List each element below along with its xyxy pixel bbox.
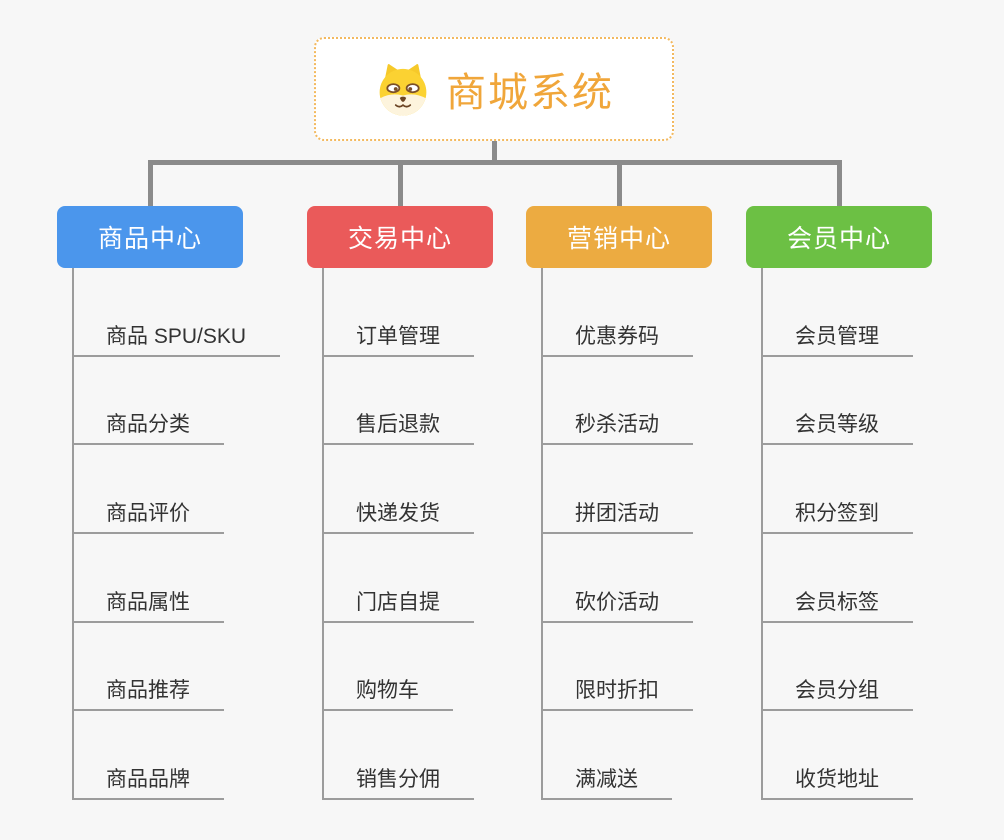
- topic-item-label: 会员管理: [763, 320, 913, 357]
- topic-item[interactable]: 会员等级: [763, 357, 1004, 446]
- connector-branch-stub-1: [148, 160, 153, 206]
- topic-item[interactable]: 会员分组: [763, 623, 1004, 712]
- branch-children-marketing-center: 优惠券码 秒杀活动 拼团活动 砍价活动 限时折扣 满减送: [541, 268, 793, 801]
- connector-root-stub: [492, 140, 497, 165]
- root-topic[interactable]: 商城系统: [314, 37, 674, 141]
- topic-item-label: 商品推荐: [74, 674, 224, 712]
- branch-header-product-center[interactable]: 商品中心: [57, 206, 243, 268]
- topic-item-label: 快递发货: [324, 497, 474, 535]
- topic-item[interactable]: 拼团活动: [543, 445, 793, 535]
- topic-item-label: 商品属性: [74, 586, 224, 623]
- branch-header-trade-center[interactable]: 交易中心: [307, 206, 493, 268]
- topic-item-label: 购物车: [324, 674, 453, 712]
- topic-item[interactable]: 商品属性: [74, 534, 324, 623]
- root-topic-label: 商城系统: [446, 71, 614, 115]
- topic-item-label: 限时折扣: [543, 674, 693, 712]
- topic-item[interactable]: 商品品牌: [74, 711, 324, 801]
- topic-item[interactable]: 快递发货: [324, 445, 574, 535]
- topic-item[interactable]: 销售分佣: [324, 711, 574, 801]
- topic-item-label: 收货地址: [763, 763, 913, 801]
- topic-item-label: 商品评价: [74, 497, 224, 535]
- topic-item[interactable]: 商品推荐: [74, 623, 324, 712]
- topic-item-label: 砍价活动: [543, 586, 693, 623]
- topic-item[interactable]: 会员标签: [763, 534, 1004, 623]
- topic-item[interactable]: 砍价活动: [543, 534, 793, 623]
- topic-item[interactable]: 限时折扣: [543, 623, 793, 712]
- topic-item-label: 订单管理: [324, 320, 474, 357]
- connector-branch-stub-2: [398, 160, 403, 206]
- connector-branch-stub-4: [837, 160, 842, 206]
- connector-branch-stub-3: [617, 160, 622, 206]
- topic-item[interactable]: 售后退款: [324, 357, 574, 446]
- branch-children-product-center: 商品 SPU/SKU 商品分类 商品评价 商品属性 商品推荐 商品品牌: [72, 268, 324, 801]
- topic-item[interactable]: 购物车: [324, 623, 574, 712]
- branch-children-trade-center: 订单管理 售后退款 快递发货 门店自提 购物车 销售分佣: [322, 268, 574, 801]
- topic-item[interactable]: 收货地址: [763, 711, 1004, 801]
- connector-horizontal-trunk: [148, 160, 842, 165]
- topic-item[interactable]: 商品评价: [74, 445, 324, 535]
- topic-item-label: 会员等级: [763, 408, 913, 446]
- topic-item[interactable]: 门店自提: [324, 534, 574, 623]
- topic-item-label: 售后退款: [324, 408, 474, 446]
- topic-item-label: 拼团活动: [543, 497, 693, 535]
- topic-item-label: 门店自提: [324, 586, 474, 623]
- topic-item[interactable]: 商品 SPU/SKU: [74, 268, 324, 357]
- topic-item[interactable]: 商品分类: [74, 357, 324, 446]
- topic-item-label: 商品品牌: [74, 763, 224, 801]
- topic-item-label: 会员分组: [763, 674, 913, 712]
- branch-header-member-center[interactable]: 会员中心: [746, 206, 932, 268]
- topic-item[interactable]: 秒杀活动: [543, 357, 793, 446]
- topic-item-label: 满减送: [543, 763, 672, 801]
- topic-item-label: 会员标签: [763, 586, 913, 623]
- topic-item[interactable]: 订单管理: [324, 268, 574, 357]
- branch-header-marketing-center[interactable]: 营销中心: [526, 206, 712, 268]
- shiba-dog-face-icon: [379, 64, 427, 116]
- topic-item-label: 商品分类: [74, 408, 224, 446]
- topic-item-label: 销售分佣: [324, 763, 474, 801]
- topic-item[interactable]: 会员管理: [763, 268, 1004, 357]
- topic-item[interactable]: 优惠券码: [543, 268, 793, 357]
- topic-item-label: 优惠券码: [543, 320, 693, 357]
- topic-item-label: 积分签到: [763, 497, 913, 535]
- topic-item[interactable]: 积分签到: [763, 445, 1004, 535]
- topic-item[interactable]: 满减送: [543, 711, 793, 801]
- topic-item-label: 商品 SPU/SKU: [74, 320, 281, 357]
- topic-item-label: 秒杀活动: [543, 408, 693, 446]
- branch-children-member-center: 会员管理 会员等级 积分签到 会员标签 会员分组 收货地址: [761, 268, 1004, 801]
